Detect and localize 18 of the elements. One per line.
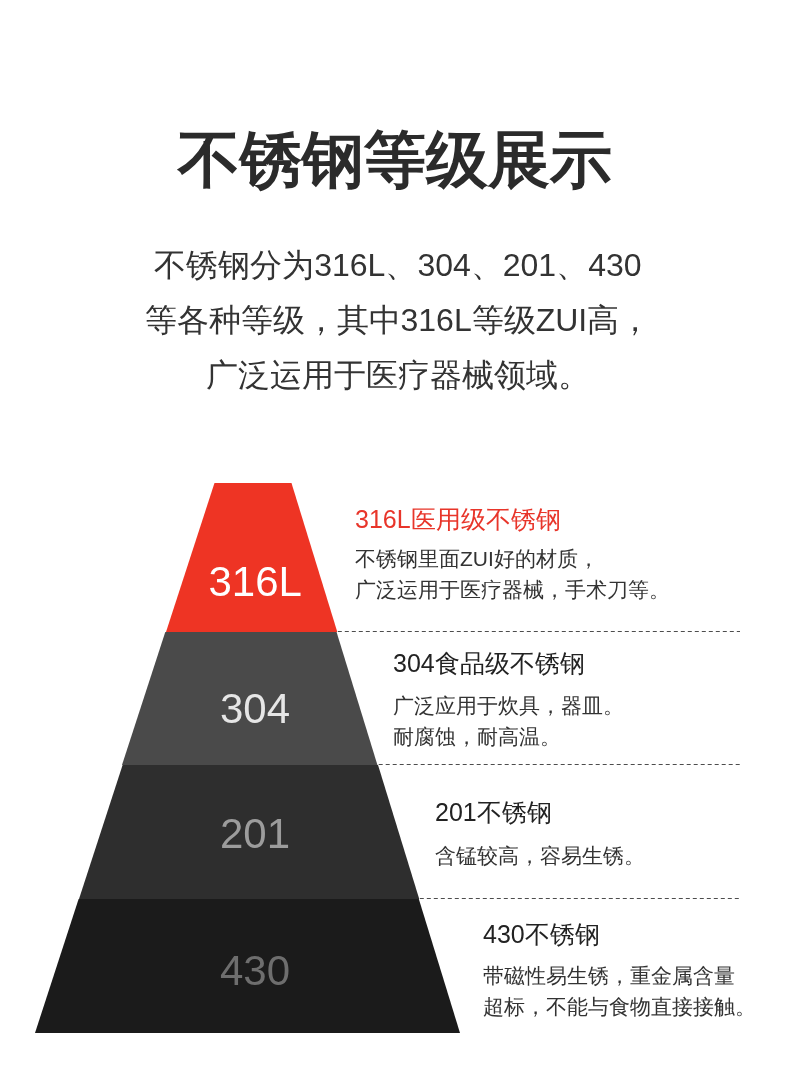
pyramid-tier [78, 765, 419, 899]
tier-label: 201 [220, 813, 291, 855]
pyramid-tier [122, 632, 378, 765]
tier-description: 带磁性易生锈，重金属含量超标，不能与食物直接接触。 [483, 962, 756, 1020]
tier-description: 不锈钢里面ZUI好的材质，广泛运用于医疗器械，手术刀等。 [355, 545, 670, 603]
pyramid-tier [35, 899, 460, 1033]
tier-heading: 430不锈钢 [483, 919, 600, 949]
tier-label: 430 [220, 950, 291, 992]
tier-heading: 304食品级不锈钢 [393, 648, 585, 678]
tier-label: 316L [208, 561, 302, 603]
tier-description: 含锰较高，容易生锈。 [435, 842, 645, 869]
tier-label: 304 [220, 688, 291, 730]
tier-heading: 201不锈钢 [435, 797, 552, 827]
pyramid-tier [165, 483, 337, 632]
title: 不锈钢等级展示 [178, 124, 612, 196]
intro-paragraph: 不锈钢分为316L、304、201、430等各种等级，其中316L等级ZUI高，广泛运用于医疗器械领域。 [144, 246, 652, 395]
tier-heading: 316L医用级不锈钢 [355, 504, 561, 534]
tier-description: 广泛应用于炊具，器皿。耐腐蚀，耐高温。 [393, 692, 624, 750]
